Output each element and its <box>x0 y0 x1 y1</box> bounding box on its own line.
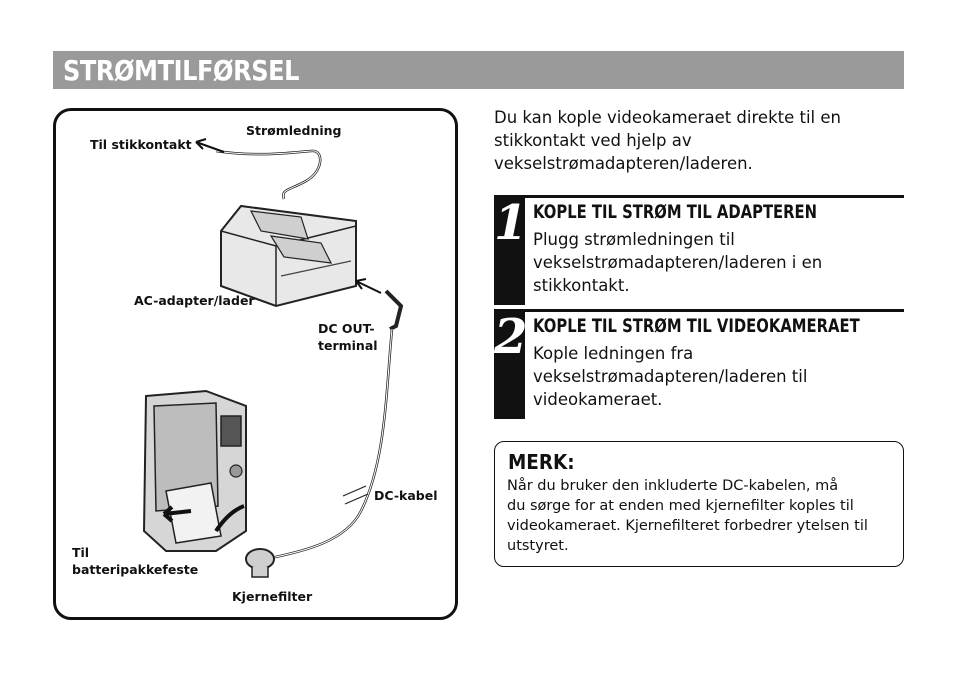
note-title: MERK: <box>508 450 575 474</box>
label-dc-out-line2: terminal <box>318 338 378 353</box>
label-ac-adapter: AC-adapter/lader <box>134 293 255 308</box>
step-1: 1 KOPLE TIL STRØM TIL ADAPTEREN Plugg st… <box>494 195 904 305</box>
dc-plug-arrow-icon <box>355 278 382 294</box>
outlet-arrow-icon <box>195 138 225 153</box>
step-2-heading: KOPLE TIL STRØM TIL VIDEOKAMERAET <box>533 316 860 337</box>
step-2-rule <box>525 309 904 312</box>
step-1-rule <box>525 195 904 198</box>
label-power-cord: Strømledning <box>246 123 342 138</box>
label-battery-mount-line1: Til <box>72 545 90 560</box>
label-to-outlet: Til stikkontakt <box>90 137 192 152</box>
label-core-filter: Kjernefilter <box>232 589 313 604</box>
power-cord-icon <box>215 149 322 200</box>
note-body: Når du bruker den inkluderte DC-kabelen,… <box>507 478 868 554</box>
step-2-number: 2 <box>494 309 527 419</box>
ac-adapter-icon <box>220 204 357 308</box>
connection-illustration: Til stikkontakt Strømledning AC-adapter/… <box>53 108 458 620</box>
page-title-bar: STRØMTILFØRSEL <box>53 51 904 89</box>
step-2: 2 KOPLE TIL STRØM TIL VIDEOKAMERAET Kopl… <box>494 309 904 419</box>
label-battery-mount-line2: batteripakkefeste <box>72 562 199 577</box>
page-title: STRØMTILFØRSEL <box>63 54 300 87</box>
label-dc-cable: DC-kabel <box>374 488 438 503</box>
dc-cable-icon <box>265 328 394 561</box>
step-2-body: Kople ledningen fra vekselstrømadapteren… <box>533 344 808 409</box>
intro-text: Du kan kople videokameraet direkte til e… <box>494 108 841 173</box>
camcorder-icon <box>142 389 247 552</box>
core-filter-icon <box>245 548 275 578</box>
note-box: MERK: Når du bruker den inkluderte DC-ka… <box>494 441 904 567</box>
connection-drawing <box>142 138 404 578</box>
step-1-number: 1 <box>494 195 527 305</box>
label-dc-out-line1: DC OUT- <box>318 321 375 336</box>
step-1-body: Plugg strømledningen til vekselstrømadap… <box>533 230 823 295</box>
step-1-heading: KOPLE TIL STRØM TIL ADAPTEREN <box>533 202 818 223</box>
